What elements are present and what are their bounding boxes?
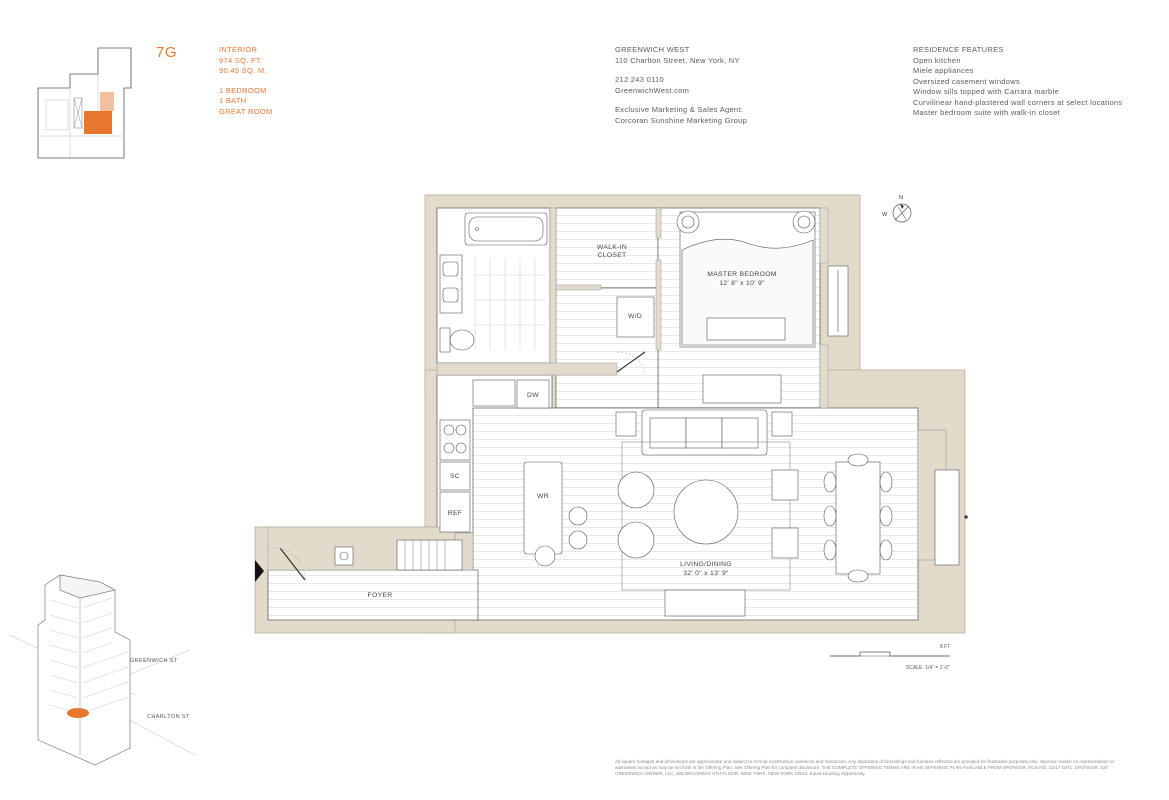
sq-ft: 974 SQ. FT. [219,55,263,65]
ref-label: REF [448,510,463,517]
dining-table [835,461,881,575]
dw-label: DW [527,392,539,399]
armchair [617,521,655,559]
washer-dryer [616,296,655,338]
kitchen-fixtures [439,379,588,567]
cooktop [439,419,471,461]
door-swings [616,351,646,373]
feature-item: Oversized casement windows [913,76,1021,86]
master-bedroom-dims: 12' 8" x 10' 9" [719,280,765,287]
wr-label: WR [537,493,549,500]
building-phone: 212 243 0110 [615,75,664,84]
building-unit-highlight [67,708,89,718]
foyer-fixtures [267,539,463,581]
foyer-label: FOYER [368,592,393,599]
vanity [439,254,463,314]
interior-label: INTERIOR [219,45,258,54]
building-name: GREENWICH WEST [615,45,690,54]
residence-features: RESIDENCE FEATURES Open kitchen Miele ap… [913,45,1122,119]
compass-west: W [882,212,888,218]
bedrooms: 1 BEDROOM [219,85,267,95]
compass-north: N [899,195,903,201]
island [523,461,563,555]
feature-item: Miele appliances [913,66,974,75]
feature-item: Window sills topped with Carrara marble [913,87,1059,96]
sq-m: 90.49 SQ. M. [219,66,267,75]
armchair [617,471,655,509]
sc-label: SC [450,473,460,480]
baths: 1 BATH [219,96,247,105]
walk-in-label-1: WALK-IN [597,244,627,251]
key-plan [37,47,132,159]
master-bedroom-label: MASTER BEDROOM [707,271,777,278]
media-console [664,589,746,617]
sub-zero-fridge [439,461,471,491]
feature-item: Open kitchen [913,55,961,65]
great-room: GREAT ROOM [219,106,273,116]
walk-in-label-2: CLOSET [598,252,627,259]
bathtub [464,212,548,246]
living-furniture [615,409,968,617]
wd-label: W/D [628,313,642,320]
entry-arrow [255,560,264,582]
agent-label: Exclusive Marketing & Sales Agent: [615,105,744,114]
building-info: GREENWICH WEST 110 Charlton Street, New … [615,45,747,126]
dishwasher [516,379,550,409]
street-charlton: CHARLTON ST [147,714,190,720]
features-heading: RESIDENCE FEATURES [913,45,1004,54]
coffee-table [673,479,739,545]
bathroom-fixtures [439,212,548,353]
scale-feet: 8 FT [940,644,950,650]
feature-item: Master bedroom suite with walk-in closet [913,108,1061,117]
compass-icon: N W [882,195,912,223]
scale-bar: 8 FT SCALE: 1/4" = 1'-0" [830,644,950,671]
bedroom-fixtures [616,210,849,404]
agent-name: Corcoran Sunshine Marketing Group [615,115,748,125]
disclaimer: All square footages and dimensions are a… [615,759,1115,776]
key-plan-unit-highlight [84,111,112,134]
unit-info: INTERIOR 974 SQ. FT. 90.49 SQ. M. 1 BEDR… [219,45,273,117]
feature-item: Curvilinear hand-plastered wall corners … [913,97,1123,107]
unit-name: 7G [156,44,178,61]
scale-label: SCALE: 1/4" = 1'-0" [906,665,950,671]
dresser [702,374,782,404]
building-website: GreenwichWest.com [615,85,690,95]
living-dining-label: LIVING/DINING [680,561,732,568]
building-address: 110 Charlton Street, New York, NY [615,55,740,65]
street-greenwich: GREENWICH ST [130,658,178,664]
building-axonometric: GREENWICH ST CHARLTON ST [9,574,196,766]
refrigerator [439,491,471,533]
living-dining-dims: 32' 0" x 13' 9" [683,570,729,577]
